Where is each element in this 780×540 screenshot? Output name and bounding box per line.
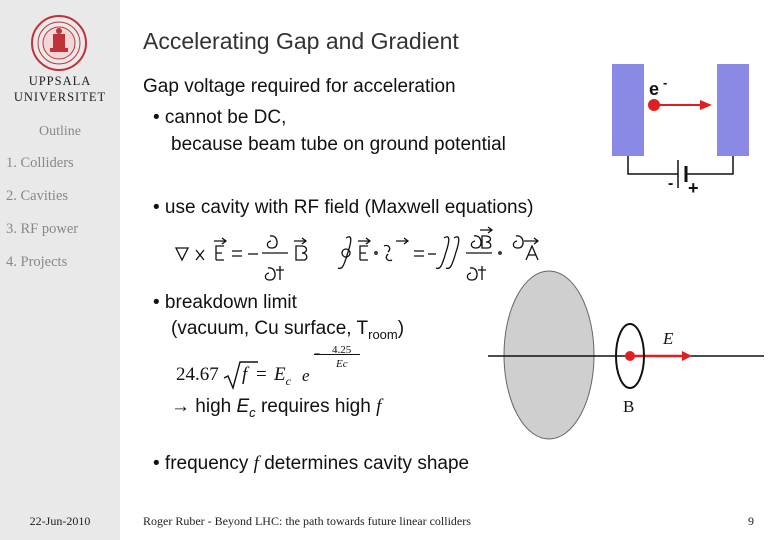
sqrt-symbol [223,361,258,390]
nav-item-projects[interactable]: 4. Projects [6,254,68,270]
bullet-frequency: • frequency f determines cavity shape [153,453,470,474]
particle-icon [625,351,635,361]
university-name-line1: UPPSALA [28,74,92,88]
nav-item-rf-power[interactable]: 3. RF power [6,221,79,237]
electron-icon [648,99,660,111]
university-seal-logo [31,15,87,71]
battery-minus-label: - [668,175,673,192]
formula-exp-num: 4.25 [332,344,352,356]
formula-constant: 24.67 [176,364,219,385]
electron-arrow-icon [700,100,712,110]
right-plate [717,64,749,156]
formula-fraction-bar [314,354,360,355]
field-E-label: E [662,329,674,348]
high-ec-requires-high-f: → high Ec requires high f [171,396,382,420]
battery-plus-label: + [688,178,699,195]
bullet-breakdown-line1: • breakdown limit [153,292,297,313]
formula-Ec: Ec [274,364,291,388]
field-B-label: B [623,397,634,416]
gap-heading: Gap voltage required for acceleration [143,76,456,97]
formula-exp-minus: − [314,348,321,360]
university-name-line2: UNIVERSITET [13,90,107,104]
formula-exp-den: Ec [336,358,348,370]
slide-title: Accelerating Gap and Gradient [143,28,459,54]
bullet-dc-line2: because beam tube on ground potential [171,134,506,155]
rf-field-diagram: E B [488,270,764,440]
battery-wire [627,156,734,175]
sidebar: UPPSALA UNIVERSITET Outline 1. Colliders… [0,0,120,540]
electron-label: e [649,79,659,99]
field-arrow-icon [682,351,692,361]
footer-date: 22-Jun-2010 [29,514,91,528]
formula-exp-base: e [302,366,310,385]
bullet-breakdown-line2: (vacuum, Cu surface, Troom) [171,318,405,342]
accelerating-gap-diagram: e - - + [612,64,749,195]
left-plate [612,64,644,156]
formula-equals: = [256,364,267,385]
formula-f: f [242,364,248,385]
electron-superscript: - [663,75,667,90]
bullet-rf-field: • use cavity with RF field (Maxwell equa… [153,197,534,218]
nav-item-cavities[interactable]: 2. Cavities [6,188,69,204]
outline-title: Outline [39,124,81,139]
nav-item-colliders[interactable]: 1. Colliders [6,155,74,171]
page-number: 9 [748,514,754,528]
bullet-dc-line1: • cannot be DC, [153,107,287,128]
kilpatrick-formula: 24.67 f = Ec e 4.25 − Ec [172,342,372,392]
magnetic-loop [615,323,645,389]
cavity-ellipse [503,270,595,440]
footer-text: Roger Ruber - Beyond LHC: the path towar… [143,514,471,528]
maxwell-equations [174,226,540,281]
